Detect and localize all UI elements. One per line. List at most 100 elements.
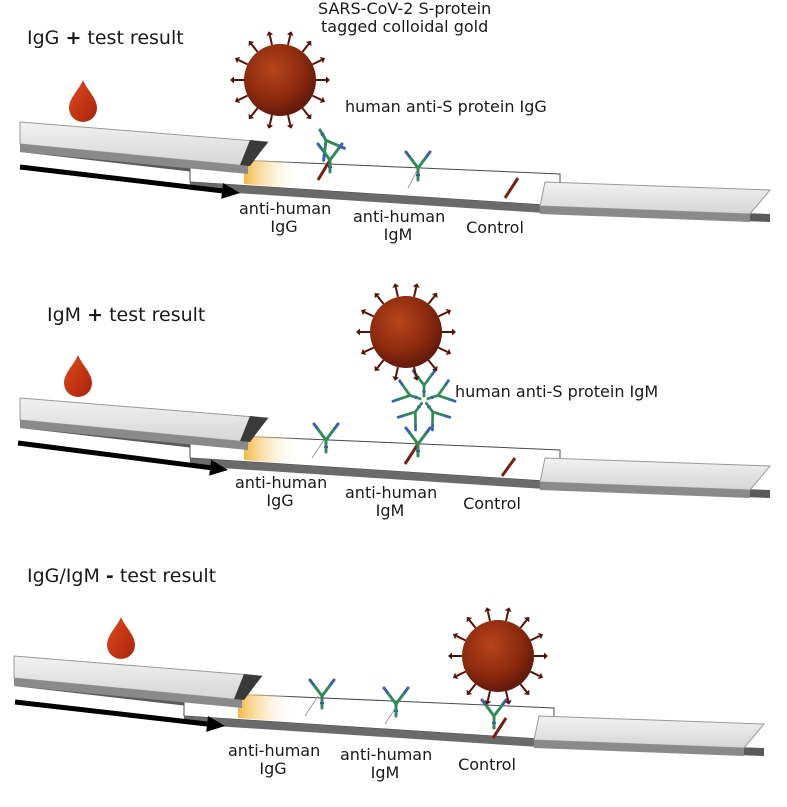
panel-1-label-control: Control xyxy=(466,218,524,237)
capture-antibody-igm xyxy=(382,686,410,718)
flow-arrow xyxy=(19,164,240,199)
igm-test-line xyxy=(403,443,420,465)
spike-head xyxy=(445,308,452,316)
sample-pad-end xyxy=(240,140,268,166)
panel-2-label-control: Control xyxy=(463,494,521,513)
human-igm-pentamer xyxy=(391,369,457,432)
label-igg-line-1: anti-human xyxy=(228,741,321,760)
spike-head xyxy=(286,31,294,36)
spike-head xyxy=(286,124,294,129)
igg-test-line xyxy=(311,439,325,459)
spike xyxy=(301,107,310,117)
spike xyxy=(456,670,466,677)
spike-head xyxy=(360,348,367,356)
panel-3-title-prefix: IgG/IgM xyxy=(27,565,100,587)
panel-2-antibody-annotation: human anti-S protein IgM xyxy=(455,382,659,401)
label-igm-line-2: IgM xyxy=(383,225,413,245)
spike-head xyxy=(234,56,241,64)
arrow-head xyxy=(221,182,240,199)
membrane-edge xyxy=(184,716,554,748)
spike-head xyxy=(484,607,492,612)
antibody-arm xyxy=(407,430,420,446)
panel-2-title: IgM + test result xyxy=(47,304,206,327)
panel-2-title-suffix: test result xyxy=(109,304,206,326)
antibody-hinge xyxy=(320,132,325,137)
arrow-shaft xyxy=(14,699,208,727)
antibody-arm xyxy=(416,430,429,446)
spike xyxy=(530,670,540,677)
label-igg-line-2: IgG xyxy=(259,759,287,779)
antibody-tip xyxy=(444,379,450,386)
spike xyxy=(394,286,399,298)
label-igg-line-1: anti-human xyxy=(239,199,332,218)
gold-particle xyxy=(370,296,442,368)
antibody-arm xyxy=(436,394,453,402)
spike-head xyxy=(412,376,420,381)
antibody-tip xyxy=(338,144,346,150)
antibody-arm xyxy=(416,154,429,170)
spike-head xyxy=(356,328,360,336)
panel-1-label-igm: anti-human IgM xyxy=(353,207,445,245)
spike-head xyxy=(305,40,312,47)
antibody-arm xyxy=(400,383,412,397)
capture-antibody-igm xyxy=(404,150,432,182)
sample-pad-end xyxy=(240,416,268,442)
sample-droplet xyxy=(107,617,135,659)
antibody-tip xyxy=(312,422,319,430)
spike xyxy=(438,311,448,318)
antibody-arm xyxy=(322,138,328,157)
antibody-hinge xyxy=(430,395,434,400)
antibody-tip xyxy=(414,424,417,432)
spike xyxy=(519,683,528,693)
capture-antibody-igg xyxy=(308,678,336,710)
label-igg-line-2: IgG xyxy=(270,217,298,237)
antibody-arm xyxy=(315,426,328,442)
panel-1-gold-annotation: SARS-CoV-2 S-protein tagged colloidal go… xyxy=(318,0,491,37)
gold-particle xyxy=(462,620,534,692)
control-line xyxy=(500,457,517,477)
antibody-tip xyxy=(316,142,323,150)
spike-head xyxy=(374,292,381,299)
capture-antibody-igm xyxy=(404,426,432,458)
panel-1-title-prefix: IgG xyxy=(27,27,60,49)
antibody-tip xyxy=(322,153,326,162)
human-igg-antibody xyxy=(318,128,346,162)
panel-1-antibody-annotation: human anti-S protein IgG xyxy=(345,97,547,116)
sample-droplet xyxy=(64,355,92,397)
spike xyxy=(376,359,385,369)
conjugate-pad xyxy=(238,694,294,722)
absorbent-pad-edge xyxy=(534,740,744,756)
antibody-stem xyxy=(426,394,440,401)
igg-test-line xyxy=(304,695,319,717)
conjugate-pad xyxy=(244,160,300,188)
spike-head xyxy=(266,124,274,129)
antibody-arm xyxy=(401,410,417,418)
absorbent-pad-edge xyxy=(540,206,750,222)
panel-2-label-igm: anti-human IgM xyxy=(345,483,437,521)
spike xyxy=(438,346,448,353)
antibody-tip xyxy=(480,698,487,706)
spike xyxy=(364,311,374,318)
spike-head xyxy=(504,607,512,612)
gold-particle-2 xyxy=(356,283,456,381)
conjugate-pad xyxy=(244,436,300,464)
panel-2-label-igg: anti-human IgG xyxy=(235,473,328,511)
arrow-head xyxy=(209,459,228,476)
spike-head xyxy=(392,283,400,288)
antibody-arm xyxy=(431,410,435,427)
spike-head xyxy=(523,616,530,623)
control-line xyxy=(491,717,508,739)
panel-1-title: IgG + test result xyxy=(27,27,184,50)
antibody-arm xyxy=(328,146,341,162)
spike-head xyxy=(504,700,512,705)
sample-pad-end xyxy=(234,674,262,700)
spike-head xyxy=(360,308,367,316)
spike xyxy=(505,610,510,622)
spike xyxy=(250,107,259,117)
label-igm-line-2: IgM xyxy=(375,501,405,521)
membrane-edge xyxy=(190,182,560,214)
label-igg-line-1: anti-human xyxy=(235,473,328,492)
gold-particle-1 xyxy=(230,31,330,129)
sample-pad-edge xyxy=(20,420,248,450)
